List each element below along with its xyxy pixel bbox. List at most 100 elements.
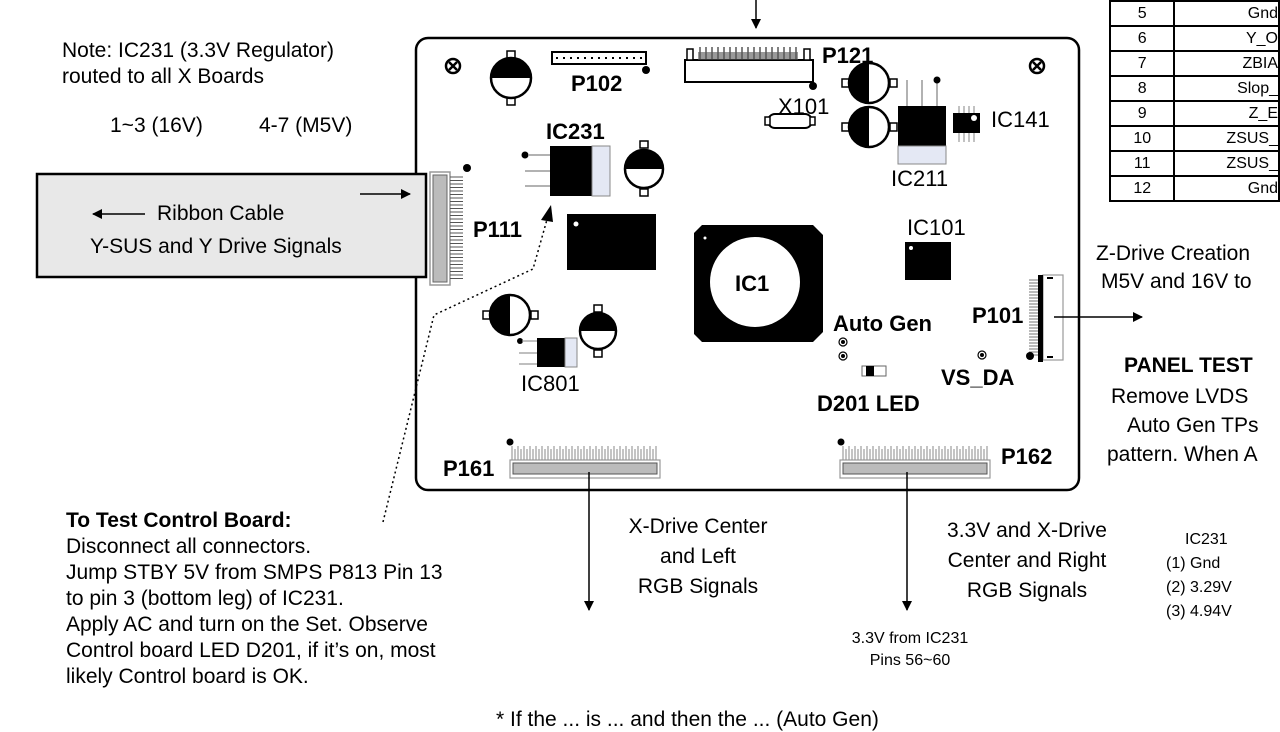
panel-test-line: Auto Gen TPs	[1127, 414, 1259, 437]
capacitor-icon	[578, 304, 618, 358]
capacitor-icon	[482, 293, 539, 337]
zdrive-voltage-label: M5V and 16V to	[1101, 270, 1252, 293]
panel-test-line: Remove LVDS	[1111, 385, 1249, 408]
ic231-pin-reading: (2) 3.29V	[1166, 579, 1232, 596]
p121-connector	[684, 47, 817, 90]
pin-signal: Z_E	[1173, 100, 1280, 127]
ic231-pin-reading: (3) 4.94V	[1166, 603, 1232, 620]
pin-number: 10	[1108, 125, 1176, 152]
ic231-source-note: 3.3V from IC231 Pins 56~60	[810, 628, 1010, 672]
capacitor-icon	[623, 140, 665, 197]
vs-da-testpoint-icon	[977, 350, 987, 360]
ic231-note-title: IC231	[1185, 531, 1228, 548]
test-note-leader	[382, 215, 549, 523]
xdrive-left-note: X-Drive Center and Left RGB Signals	[598, 512, 798, 602]
ic141-label: IC141	[991, 107, 1050, 132]
ic801-label: IC801	[521, 371, 580, 396]
xdrive-left-line: RGB Signals	[637, 575, 759, 598]
ic231-pin-reading: (1) Gnd	[1166, 555, 1221, 572]
regulator-note-line: Note: IC231 (3.3V Regulator)	[62, 39, 334, 62]
pin-number: 8	[1108, 75, 1176, 102]
pin-number: 7	[1108, 50, 1176, 77]
capacitor-icon	[841, 105, 898, 149]
x101-label: X101	[778, 94, 830, 119]
p102-label: P102	[571, 71, 623, 96]
auto-gen-testpoint-icon	[838, 337, 848, 361]
x101-crystal	[764, 113, 816, 129]
test-note-line: likely Control board is OK.	[66, 665, 309, 688]
panel-test-title: PANEL TEST	[1124, 354, 1253, 377]
test-note-line: Jump STBY 5V from SMPS P813 Pin 13	[66, 561, 443, 584]
capacitor-icon	[841, 61, 898, 105]
test-note-title: To Test Control Board:	[66, 509, 292, 532]
p161-connector	[506, 438, 661, 479]
panel-test-line: pattern. When A	[1107, 443, 1258, 466]
p162-label: P162	[1001, 444, 1053, 469]
ic101-label: IC101	[907, 215, 966, 240]
regulator-note: Note: IC231 (3.3V Regulator) routed to a…	[62, 38, 334, 90]
p111-connector	[429, 164, 471, 286]
test-note-line: Apply AC and turn on the Set. Observe	[66, 613, 428, 636]
xdrive-right-note: 3.3V and X-Drive Center and Right RGB Si…	[922, 516, 1132, 606]
pin-number: 5	[1108, 0, 1176, 27]
test-control-board-note: To Test Control Board: Disconnect all co…	[66, 508, 443, 690]
ribbon-cable-label: Ribbon Cable	[157, 202, 285, 225]
pin-number: 9	[1108, 100, 1176, 127]
capacitor-icon	[489, 50, 533, 106]
pin-number: 12	[1108, 175, 1176, 202]
pin-signal: ZSUS_	[1173, 125, 1280, 152]
p161-label: P161	[443, 456, 495, 481]
d201-led-label: D201 LED	[817, 391, 920, 416]
pin-number: 11	[1108, 150, 1176, 177]
pin-signal: Y_O	[1173, 25, 1280, 52]
regulator-note-line: routed to all X Boards	[62, 65, 264, 88]
p121-label: P121	[822, 43, 874, 68]
pin-number: 6	[1108, 25, 1176, 52]
p101-label: P101	[972, 303, 1024, 328]
ic211-regulator	[897, 76, 947, 165]
ic231-regulator	[521, 145, 611, 197]
ribbon-cable-box	[35, 172, 428, 279]
ic231-source-line: Pins 56~60	[869, 652, 951, 669]
test-note-line: to pin 3 (bottom leg) of IC231.	[66, 587, 344, 610]
pin-signal: ZSUS_	[1173, 150, 1280, 177]
chip-large	[567, 214, 656, 270]
p162-connector	[837, 438, 991, 479]
auto-gen-label: Auto Gen	[833, 311, 932, 336]
xdrive-left-line: X-Drive Center	[628, 515, 768, 538]
xdrive-right-line: Center and Right	[947, 549, 1107, 572]
ic211-label: IC211	[891, 166, 949, 191]
xdrive-right-line: 3.3V and X-Drive	[947, 519, 1107, 542]
ic101-chip	[905, 242, 951, 280]
p101-connector	[1026, 274, 1064, 362]
ic1-label: IC1	[735, 271, 770, 296]
test-note-line: Disconnect all connectors.	[66, 535, 312, 558]
ic1-chip	[694, 225, 823, 342]
xdrive-left-line: and Left	[660, 545, 736, 568]
ic141-chip	[953, 106, 980, 142]
footnote: * If the ... is ... and then the ... (Au…	[496, 708, 879, 731]
pin-signal: Gnd	[1173, 175, 1280, 202]
pin-signal: Slop_	[1173, 75, 1280, 102]
ic231-label: IC231	[546, 119, 605, 144]
p102-connector	[551, 51, 650, 74]
ic231-voltage-note: IC231 (1) Gnd (2) 3.29V (3) 4.94V	[1166, 528, 1232, 624]
mounting-hole-icon	[444, 57, 462, 75]
mounting-hole-icon	[1028, 57, 1046, 75]
pin-signal: Gnd	[1173, 0, 1280, 27]
vs-da-label: VS_DA	[941, 365, 1015, 390]
ic231-source-line: 3.3V from IC231	[851, 630, 969, 647]
d201-led-icon	[861, 365, 887, 377]
xdrive-right-line: RGB Signals	[966, 579, 1088, 602]
pin-signal: ZBIA	[1173, 50, 1280, 77]
